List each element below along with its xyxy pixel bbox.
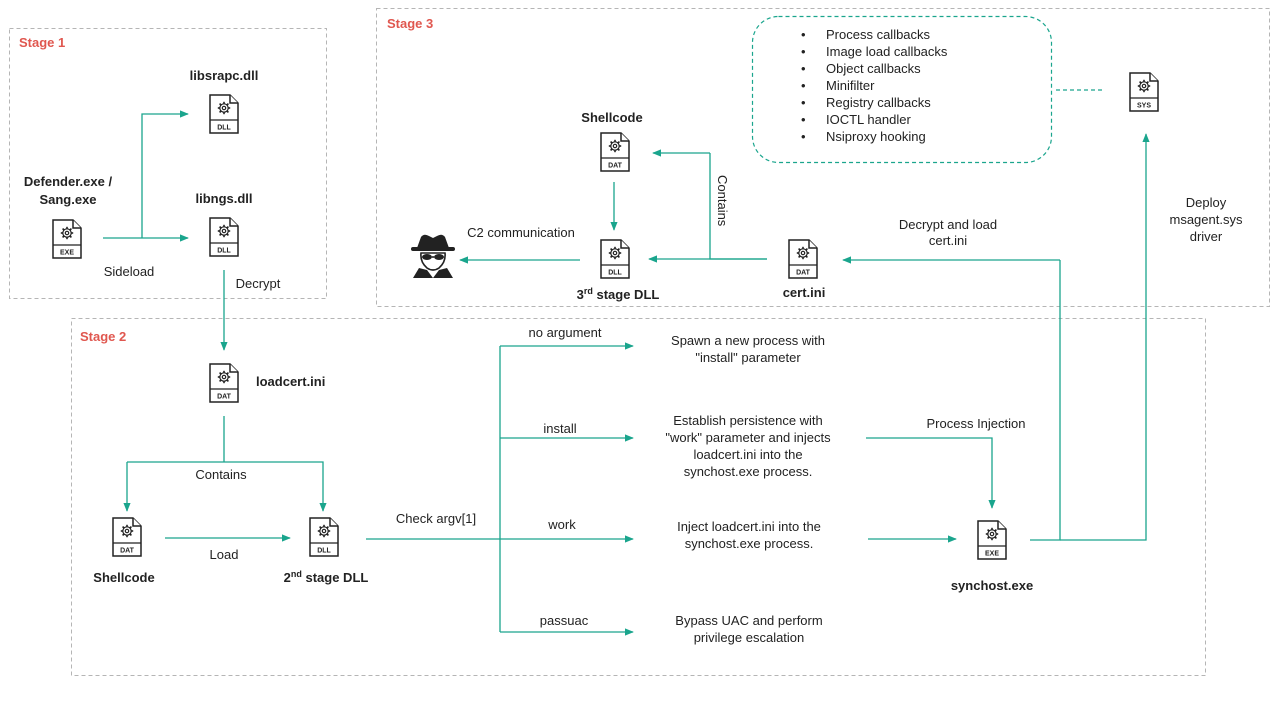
svg-text:DLL: DLL xyxy=(608,270,622,277)
driver-features-box xyxy=(751,15,1053,164)
driver-feature-item: Image load callbacks xyxy=(826,44,948,59)
svg-text:DLL: DLL xyxy=(217,125,231,132)
svg-text:DAT: DAT xyxy=(120,548,135,555)
driver-feature-bullet: • xyxy=(801,27,806,42)
contains-arrow-dll xyxy=(127,461,327,512)
install-action-line4: synchost.exe process. xyxy=(684,464,813,479)
work-action-line1: Inject loadcert.ini into the xyxy=(677,519,821,534)
stage1-title: Stage 1 xyxy=(19,35,65,50)
svg-text:SYS: SYS xyxy=(1137,103,1151,110)
driver-features-list: • Process callbacks • Image load callbacks •… xyxy=(801,27,948,144)
libngs-label: libngs.dll xyxy=(195,191,252,206)
shellcode3-label: Shellcode xyxy=(581,110,642,125)
no-argument-action-line1: Spawn a new process with xyxy=(671,333,825,348)
stage3-title: Stage 3 xyxy=(387,16,433,31)
load-label: Load xyxy=(210,547,239,562)
synchost-label: synchost.exe xyxy=(951,578,1033,593)
no-argument-action-line2: "install" parameter xyxy=(695,350,801,365)
install-action-line1: Establish persistence with xyxy=(673,413,823,428)
driver-feature-item: Nsiproxy hooking xyxy=(826,129,926,144)
driver-feature-item: Process callbacks xyxy=(826,27,931,42)
stage2-dll-label: 2nd stage DLL xyxy=(284,569,369,585)
svg-text:DLL: DLL xyxy=(217,248,231,255)
stage1-box xyxy=(9,28,327,299)
decrypt-load-label-line1: Decrypt and load xyxy=(899,217,997,232)
driver-feature-item: Registry callbacks xyxy=(826,95,931,110)
svg-text:DAT: DAT xyxy=(217,394,232,401)
svg-text:DAT: DAT xyxy=(796,270,811,277)
install-action-line3: loadcert.ini into the xyxy=(693,447,802,462)
sideload-label: Sideload xyxy=(104,264,155,279)
stage2-title: Stage 2 xyxy=(80,329,126,344)
defender-exe-file-icon: EXE xyxy=(52,219,82,259)
hacker-spy-icon xyxy=(411,234,455,278)
synchost-to-certini-line xyxy=(1030,260,1061,541)
defender-label-line2: Sang.exe xyxy=(39,192,96,207)
process-injection-arrow xyxy=(866,437,996,509)
driver-feature-bullet: • xyxy=(801,129,806,144)
stage3-dll-file-icon: DLL xyxy=(600,239,630,279)
driver-sys-file-icon: SYS xyxy=(1129,72,1159,112)
defender-label-line1: Defender.exe / xyxy=(24,174,113,189)
shellcode2-label: Shellcode xyxy=(93,570,154,585)
decrypt-load-label-line2: cert.ini xyxy=(929,233,967,248)
certini-label: cert.ini xyxy=(783,285,826,300)
libsrapc-file-icon: DLL xyxy=(209,94,239,134)
driver-feature-item: IOCTL handler xyxy=(826,112,911,127)
deploy-label-line3: driver xyxy=(1190,229,1223,244)
decrypt-label: Decrypt xyxy=(236,276,281,291)
svg-text:EXE: EXE xyxy=(985,551,999,558)
process-injection-label: Process Injection xyxy=(927,416,1026,431)
c2-label: C2 communication xyxy=(467,225,575,240)
svg-text:DAT: DAT xyxy=(608,163,623,170)
passuac-action-line1: Bypass UAC and perform xyxy=(675,613,822,628)
loadcert-file-icon: DAT xyxy=(209,363,239,403)
install-action-line2: "work" parameter and injects xyxy=(665,430,831,445)
passuac-label: passuac xyxy=(540,613,589,628)
contains-label-stage3: Contains xyxy=(715,175,730,227)
deploy-label-line1: Deploy xyxy=(1186,195,1227,210)
driver-feature-item: Object callbacks xyxy=(826,61,921,76)
install-label: install xyxy=(543,421,576,436)
synchost-file-icon: EXE xyxy=(977,520,1007,560)
stage3-dll-label: 3rd stage DLL xyxy=(577,286,660,302)
shellcode2-file-icon: DAT xyxy=(112,517,142,557)
contains-label-stage2: Contains xyxy=(195,467,247,482)
svg-text:EXE: EXE xyxy=(60,250,74,257)
shellcode3-file-icon: DAT xyxy=(600,132,630,172)
certini-file-icon: DAT xyxy=(788,239,818,279)
driver-feature-item: Minifilter xyxy=(826,78,875,93)
svg-text:DLL: DLL xyxy=(317,548,331,555)
work-action-line2: synchost.exe process. xyxy=(685,536,814,551)
check-argv-label: Check argv[1] xyxy=(396,511,476,526)
work-label: work xyxy=(547,517,576,532)
libngs-file-icon: DLL xyxy=(209,217,239,257)
no-argument-label: no argument xyxy=(529,325,602,340)
driver-feature-bullet: • xyxy=(801,78,806,93)
stage2-dll-file-icon: DLL xyxy=(309,517,339,557)
driver-feature-bullet: • xyxy=(801,95,806,110)
driver-feature-bullet: • xyxy=(801,112,806,127)
passuac-action-line2: privilege escalation xyxy=(694,630,805,645)
libsrapc-label: libsrapc.dll xyxy=(190,68,259,83)
deploy-driver-arrow xyxy=(1060,133,1150,541)
stage2-box xyxy=(71,318,1206,676)
stage3-box xyxy=(376,8,1270,307)
loadcert-label: loadcert.ini xyxy=(256,374,325,389)
sideload-arrow-libsrapc xyxy=(141,110,189,238)
driver-feature-bullet: • xyxy=(801,61,806,76)
deploy-label-line2: msagent.sys xyxy=(1170,212,1243,227)
driver-feature-bullet: • xyxy=(801,44,806,59)
